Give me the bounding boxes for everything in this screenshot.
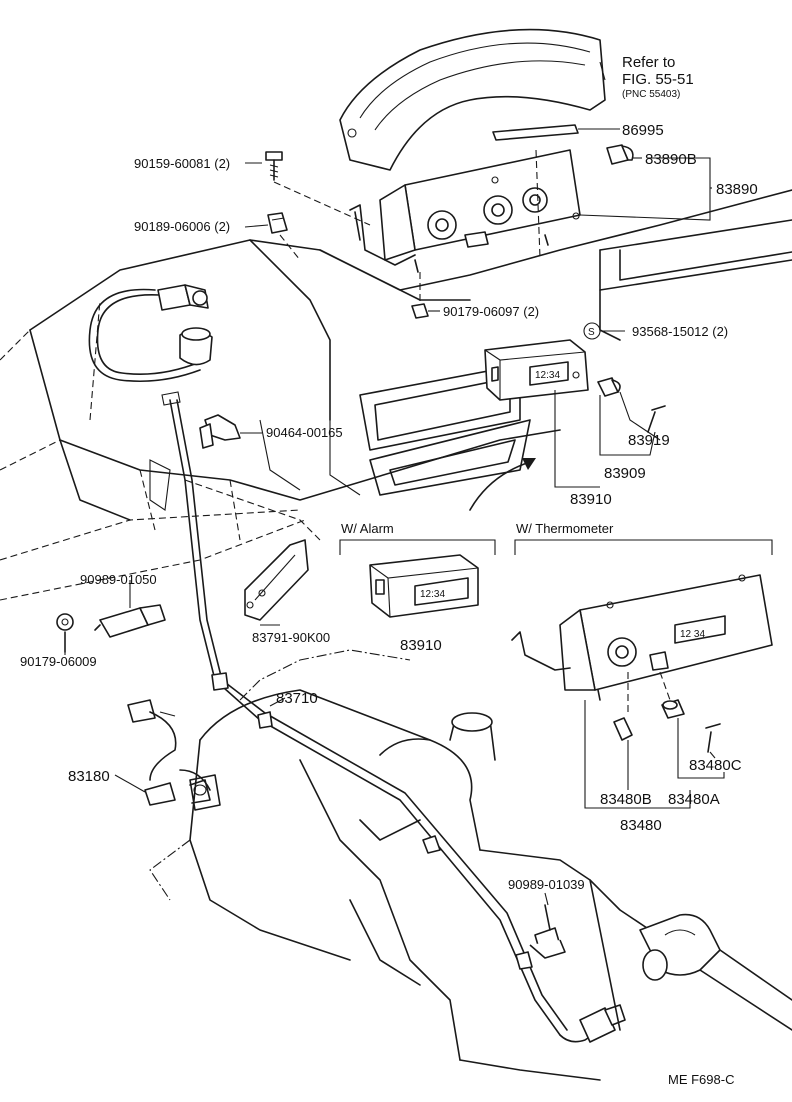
harness-83180 [127, 699, 211, 806]
label-83890: 83890 [716, 181, 758, 198]
label-90989-01050: 90989-01050 [80, 572, 157, 587]
alarm-clock-readout: 12:34 [420, 589, 445, 600]
label-86995: 86995 [622, 122, 664, 139]
label-83919: 83919 [628, 432, 670, 449]
clamp-90989-01039 [529, 904, 566, 959]
figure-code: ME F698-C [668, 1072, 734, 1087]
label-83480c: 83480C [689, 757, 742, 774]
label-83480b: 83480B [600, 791, 652, 808]
cable-connector-upper [157, 284, 321, 541]
label-83909: 83909 [604, 465, 646, 482]
label-90189-06006: 90189-06006 (2) [134, 219, 230, 234]
bulb-83480b [613, 717, 633, 741]
label-83910-upper: 83910 [570, 491, 612, 508]
alarm-section: 12:34 [339, 539, 496, 618]
label-refer-line3: (PNC 55403) [622, 89, 680, 100]
label-refer-line2: FIG. 55-51 [622, 71, 694, 88]
label-93568-15012: 93568-15012 (2) [632, 324, 728, 339]
label-w-thermometer: W/ Thermometer [516, 521, 614, 536]
label-83480: 83480 [620, 817, 662, 834]
leader-lines [64, 61, 725, 906]
label-83890b: 83890B [645, 151, 697, 168]
symbol-s-marker: S [583, 322, 601, 340]
cluster-hood [339, 28, 606, 171]
label-90464-00165: 90464-00165 [266, 425, 343, 440]
screw-83919 [647, 405, 666, 433]
bracket-83791-90k00 [244, 539, 309, 621]
output-yoke [639, 913, 792, 1031]
clock-83910: 12:34 [484, 339, 589, 401]
label-refer-line1: Refer to [622, 54, 675, 71]
screw-83480c [705, 723, 721, 753]
nut-90179-06097 [411, 303, 429, 319]
clock-readout: 12:34 [535, 370, 560, 381]
bulb-83890b [606, 144, 634, 165]
clip-90464-00165 [199, 414, 241, 449]
label-90989-01039: 90989-01039 [508, 877, 585, 892]
label-90179-06097: 90179-06097 (2) [443, 304, 539, 319]
transmission-housing [149, 649, 691, 1081]
install-arrow [469, 458, 536, 511]
label-90179-06009: 90179-06009 [20, 654, 97, 669]
sensor-90989-01050 [94, 604, 166, 638]
label-83180: 83180 [68, 768, 110, 785]
label-w-alarm: W/ Alarm [341, 521, 394, 536]
thermometer-section: 12 34 [511, 539, 773, 712]
strip-86995 [492, 124, 579, 141]
screw-90159-60081 [265, 151, 371, 226]
label-83791-90k00: 83791-90K00 [252, 630, 330, 645]
clip-90189-06006 [267, 212, 301, 261]
speedometer-cable-83710 [88, 288, 626, 1043]
part-labels: Refer to FIG. 55-51 (PNC 55403) 86995 83… [20, 54, 758, 1087]
bulb-socket-83909 [597, 377, 621, 397]
label-90159-60081: 90159-60081 (2) [134, 156, 230, 171]
label-83480a: 83480A [668, 791, 720, 808]
thermometer-readout: 12 34 [680, 629, 705, 640]
grommet-90179-06009 [56, 613, 74, 653]
label-83710: 83710 [276, 690, 318, 707]
label-83910-alarm: 83910 [400, 637, 442, 654]
socket-83480a [661, 699, 685, 719]
symbol-s-letter: S [588, 327, 595, 338]
